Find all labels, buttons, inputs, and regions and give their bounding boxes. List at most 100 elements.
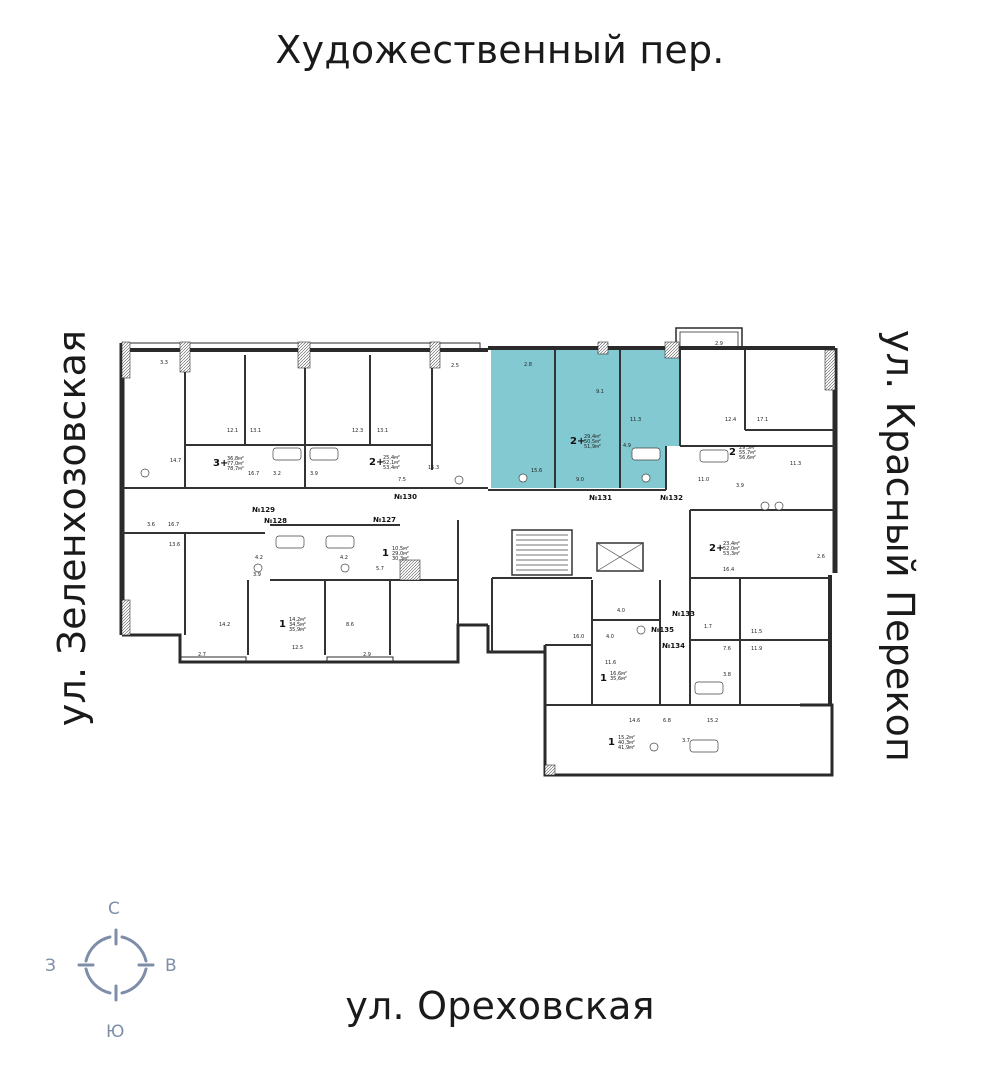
svg-text:36,8м²: 36,8м² — [227, 456, 244, 462]
svg-text:12.4: 12.4 — [725, 417, 736, 423]
svg-text:53,4м²: 53,4м² — [383, 465, 400, 471]
svg-text:3.9: 3.9 — [736, 483, 744, 489]
selected-apartment[interactable] — [491, 348, 680, 488]
svg-text:3.2: 3.2 — [273, 471, 281, 477]
apartment-label: 1 14,2м² 34,5м² 35,9м² — [279, 617, 306, 633]
svg-text:15.6: 15.6 — [531, 468, 542, 474]
svg-text:8.6: 8.6 — [346, 622, 354, 628]
svg-text:53,3м²: 53,3м² — [723, 551, 740, 557]
street-label-right: ул. Красный Перекоп — [878, 329, 922, 763]
svg-text:11.3: 11.3 — [790, 461, 801, 467]
svg-text:17.1: 17.1 — [757, 417, 768, 423]
svg-text:№128: №128 — [264, 517, 287, 525]
apartment-label: 2+ 29,4м² 50,5м² 51,9м² — [570, 434, 601, 450]
svg-text:2.6: 2.6 — [817, 554, 825, 560]
svg-text:16.0: 16.0 — [573, 634, 584, 640]
svg-text:3.9: 3.9 — [310, 471, 318, 477]
svg-text:5.7: 5.7 — [376, 566, 384, 572]
svg-text:3.6: 3.6 — [147, 522, 155, 528]
unit-numbers: №129 №128 №127 №130 №131 №132 №133 №135 … — [252, 493, 695, 650]
svg-text:2.8: 2.8 — [524, 362, 532, 368]
svg-text:13.1: 13.1 — [250, 428, 261, 434]
svg-text:16.4: 16.4 — [723, 567, 734, 573]
svg-text:78,7м²: 78,7м² — [227, 466, 244, 472]
svg-text:2.9: 2.9 — [363, 652, 371, 658]
compass: С Ю З В — [45, 899, 177, 1042]
svg-text:10,5м²: 10,5м² — [392, 546, 409, 552]
svg-text:11.9: 11.9 — [751, 646, 762, 652]
svg-text:14.7: 14.7 — [170, 458, 181, 464]
apartment-labels: 3+ 36,8м² 77,0м² 78,7м² 2+ 25,4м² 52,1м²… — [213, 434, 756, 751]
svg-text:40,3м²: 40,3м² — [618, 740, 635, 746]
compass-north: С — [108, 899, 120, 919]
apartment-label: 1 15,2м² 40,3м² 41,9м² — [608, 735, 635, 751]
svg-text:2+: 2+ — [369, 457, 384, 468]
svg-text:№133: №133 — [672, 610, 695, 618]
svg-text:14.2: 14.2 — [219, 622, 230, 628]
compass-west: З — [45, 956, 56, 976]
svg-text:23,4м²: 23,4м² — [723, 541, 740, 547]
svg-text:16.7: 16.7 — [248, 471, 259, 477]
svg-text:1.7: 1.7 — [704, 624, 712, 630]
svg-text:11.5: 11.5 — [751, 629, 762, 635]
svg-text:11.0: 11.0 — [698, 477, 709, 483]
svg-text:№131: №131 — [589, 494, 612, 502]
svg-text:52,1м²: 52,1м² — [383, 460, 400, 466]
svg-text:2.5: 2.5 — [451, 363, 459, 369]
compass-east: В — [165, 956, 177, 976]
svg-text:9.1: 9.1 — [596, 389, 604, 395]
svg-text:12.5: 12.5 — [292, 645, 303, 651]
bathroom-fixtures — [140, 447, 784, 753]
svg-text:3.7: 3.7 — [682, 738, 690, 744]
svg-text:15,2м²: 15,2м² — [618, 735, 635, 741]
svg-text:4.2: 4.2 — [255, 555, 263, 561]
street-label-bottom: ул. Ореховская — [345, 984, 655, 1028]
structural-columns — [121, 341, 836, 776]
stairwell — [511, 529, 644, 576]
svg-text:16,6м²: 16,6м² — [610, 671, 627, 677]
apartment-label: 2+ 23,4м² 52,0м² 53,3м² — [709, 541, 740, 557]
svg-text:3.3: 3.3 — [160, 360, 168, 366]
svg-text:52,0м²: 52,0м² — [723, 546, 740, 552]
svg-text:35,6м²: 35,6м² — [610, 676, 627, 682]
svg-text:13.6: 13.6 — [169, 542, 180, 548]
svg-text:25,4м²: 25,4м² — [383, 455, 400, 461]
svg-text:2.7: 2.7 — [198, 652, 206, 658]
svg-text:12.1: 12.1 — [227, 428, 238, 434]
svg-text:29,5м²: 29,5м² — [739, 445, 756, 451]
svg-text:29,4м²: 29,4м² — [584, 434, 601, 440]
svg-text:50,5м²: 50,5м² — [584, 439, 601, 445]
svg-text:15.2: 15.2 — [707, 718, 718, 724]
apartment-label: 2 29,5м² 55,7м² 56,6м² — [729, 445, 756, 461]
interior-walls — [122, 350, 835, 706]
svg-text:3+: 3+ — [213, 458, 228, 469]
svg-text:30,3м²: 30,3м² — [392, 556, 409, 562]
svg-text:35,9м²: 35,9м² — [289, 627, 306, 633]
svg-text:16.7: 16.7 — [168, 522, 179, 528]
compass-south: Ю — [106, 1022, 124, 1042]
svg-text:4.0: 4.0 — [617, 608, 625, 614]
svg-text:9.0: 9.0 — [576, 477, 584, 483]
svg-text:3.9: 3.9 — [253, 572, 261, 578]
svg-text:4.2: 4.2 — [340, 555, 348, 561]
svg-text:29,0м²: 29,0м² — [392, 551, 409, 557]
svg-text:№134: №134 — [662, 642, 685, 650]
svg-text:2+: 2+ — [709, 543, 724, 554]
svg-text:13.1: 13.1 — [377, 428, 388, 434]
room-area-labels: 3.3 12.1 13.1 14.7 16.7 3.2 3.9 12.3 13.… — [147, 341, 825, 744]
svg-text:7.5: 7.5 — [398, 477, 406, 483]
svg-text:56,6м²: 56,6м² — [739, 455, 756, 461]
svg-text:4.9: 4.9 — [623, 443, 631, 449]
apartment-label: 2+ 25,4м² 52,1м² 53,4м² — [369, 455, 400, 471]
street-label-top: Художественный пер. — [275, 28, 725, 72]
svg-text:1: 1 — [279, 619, 286, 630]
svg-text:55,7м²: 55,7м² — [739, 450, 756, 456]
apartment-label: 1 16,6м² 35,6м² — [600, 671, 627, 684]
street-label-left: ул. Зеленхозовская — [50, 329, 94, 727]
svg-text:№127: №127 — [373, 516, 396, 524]
svg-text:2.9: 2.9 — [715, 341, 723, 347]
svg-text:2+: 2+ — [570, 436, 585, 447]
svg-text:77,0м²: 77,0м² — [227, 461, 244, 467]
apartment-label: 3+ 36,8м² 77,0м² 78,7м² — [213, 456, 244, 472]
